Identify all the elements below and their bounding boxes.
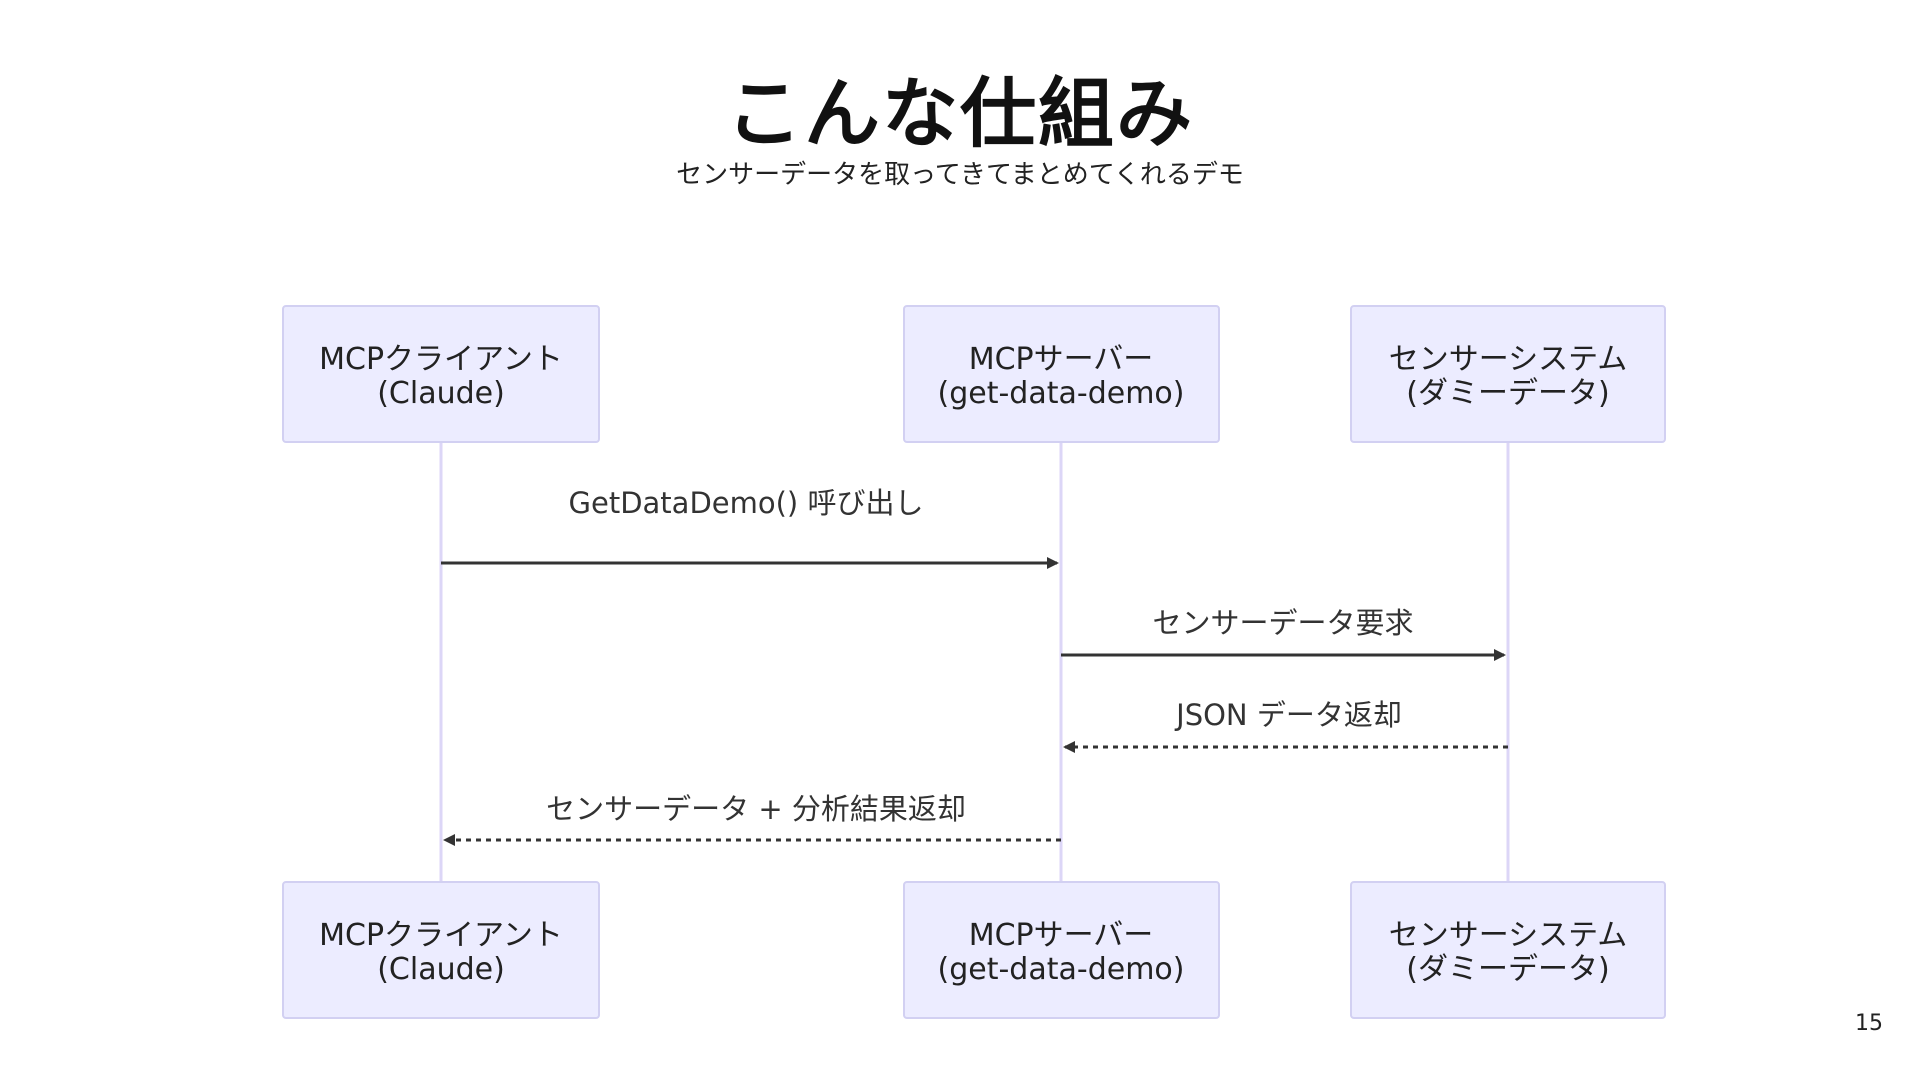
actor-label-line2: (get-data-demo): [938, 952, 1185, 987]
message-label: JSON データ返却: [1174, 698, 1402, 732]
actor-server-bottom: MCPサーバー (get-data-demo): [903, 881, 1220, 1019]
message-label: センサーデータ + 分析結果返却: [546, 792, 966, 826]
page-number: 15: [1855, 1011, 1883, 1036]
actor-sensor-top: センサーシステム (ダミーデータ): [1350, 305, 1666, 443]
message-json-return: JSON データ返却: [1063, 698, 1508, 753]
slide-subtitle: センサーデータを取ってきてまとめてくれるデモ: [676, 160, 1244, 190]
actor-label-line2: (ダミーデータ): [1406, 376, 1609, 411]
actor-client-bottom: MCPクライアント (Claude): [282, 881, 600, 1019]
slide-title: こんな仕組み: [726, 69, 1194, 158]
message-label: センサーデータ要求: [1152, 606, 1413, 640]
actor-sensor-bottom: センサーシステム (ダミーデータ): [1350, 881, 1666, 1019]
actor-label-line1: MCPクライアント: [319, 342, 563, 377]
actor-label-line2: (Claude): [377, 952, 505, 987]
actor-label-line2: (Claude): [377, 376, 505, 411]
actor-label-line2: (get-data-demo): [938, 376, 1185, 411]
actor-label-line1: MCPクライアント: [319, 918, 563, 953]
message-call: GetDataDemo() 呼び出し: [441, 486, 1059, 569]
actor-client-top: MCPクライアント (Claude): [282, 305, 600, 443]
actor-label-line1: センサーシステム: [1389, 918, 1628, 953]
actor-server-top: MCPサーバー (get-data-demo): [903, 305, 1220, 443]
actor-label-line1: MCPサーバー: [969, 918, 1154, 953]
message-request: センサーデータ要求: [1061, 606, 1506, 661]
message-label: GetDataDemo() 呼び出し: [569, 486, 924, 520]
message-result-return: センサーデータ + 分析結果返却: [443, 792, 1061, 846]
actor-label-line2: (ダミーデータ): [1406, 952, 1609, 987]
actor-label-line1: MCPサーバー: [969, 342, 1154, 377]
actor-label-line1: センサーシステム: [1389, 342, 1628, 377]
